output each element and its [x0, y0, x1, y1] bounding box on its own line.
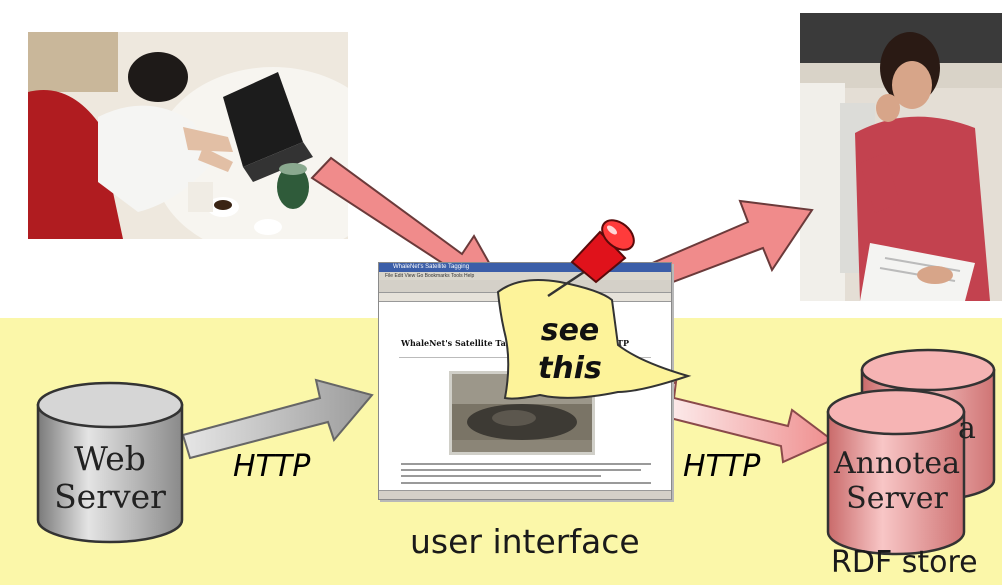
web-server-label: Web Server: [40, 440, 180, 516]
sticky-note-shape: [496, 279, 692, 400]
rdf-store-label: RDF store: [831, 545, 978, 580]
annotea-back-label-fragment: a: [958, 412, 976, 446]
http-label-annotea: HTTP: [683, 449, 761, 484]
web-server-database-icon: [36, 381, 184, 544]
user-interface-label: user interface: [410, 522, 640, 561]
http-arrow-webserver: [181, 378, 374, 460]
browser-menu-bar: File Edit View Go Bookmarks Tools Help: [379, 272, 671, 280]
web-server-label-line2: Server: [54, 476, 166, 516]
browser-text-line: [401, 482, 651, 484]
annotea-server-label: Annotea Server: [832, 446, 962, 516]
browser-page-heading-tail: TP: [617, 338, 629, 348]
annotea-server-label-line1: Annotea: [833, 446, 961, 481]
browser-status-bar: [379, 490, 671, 499]
browser-page-heading: WhaleNet's Satellite Tagging: [401, 338, 532, 348]
reader-photo: [800, 13, 1002, 301]
browser-text-line: [401, 469, 641, 471]
sticky-note-line1: see: [540, 313, 600, 348]
browser-text-line: [401, 475, 601, 477]
browser-text-line: [401, 463, 651, 465]
annotator-photo: [28, 32, 348, 239]
red-pushpin-icon: [547, 219, 635, 298]
web-server-label-line1: Web: [74, 439, 146, 478]
annotea-server-label-line2: Server: [846, 480, 948, 516]
annotea-server-database-icon: [826, 388, 966, 556]
sticky-note-text: see this: [520, 312, 620, 388]
sticky-note-line2: this: [538, 351, 602, 386]
http-label-webserver: HTTP: [233, 449, 311, 484]
browser-title-bar: WhaleNet's Satellite Tagging: [379, 263, 671, 272]
